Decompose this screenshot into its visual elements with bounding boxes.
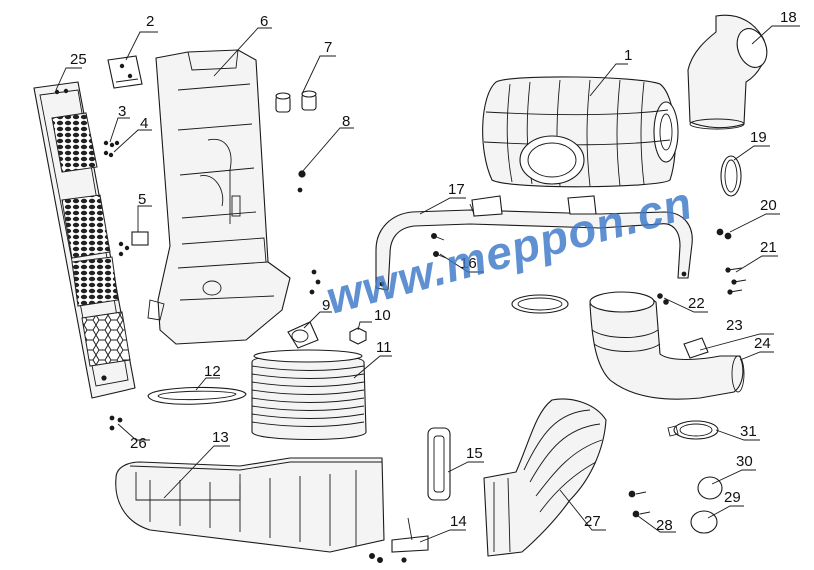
callout-10: 10 — [374, 307, 391, 324]
callout-18: 18 — [780, 9, 797, 26]
callout-14: 14 — [450, 513, 467, 530]
part-18-elbow — [687, 14, 768, 130]
callout-25: 25 — [70, 51, 87, 68]
callout-2: 2 — [146, 13, 154, 30]
callout-6: 6 — [260, 13, 268, 30]
part-2-bracket — [107, 55, 143, 89]
callout-4: 4 — [140, 115, 148, 132]
part-24-outlet-tube — [589, 291, 745, 400]
callout-20: 20 — [760, 197, 777, 214]
part-31-hose-clamp — [667, 420, 719, 440]
part-21-bolts — [725, 267, 747, 295]
callout-labels: 1 2 3 4 5 6 7 8 9 10 11 12 13 14 15 16 1… — [70, 9, 797, 534]
part-16-bolts — [430, 232, 447, 259]
callout-30: 30 — [736, 453, 753, 470]
loose-ring — [511, 294, 569, 314]
callout-31: 31 — [740, 423, 757, 440]
housing-bolts — [309, 269, 321, 295]
part-5-plate — [118, 231, 149, 257]
callout-3: 3 — [118, 103, 126, 120]
part-14-bracket — [368, 517, 429, 564]
part-28-bolts — [628, 490, 651, 518]
callout-24: 24 — [754, 335, 771, 352]
callout-29: 29 — [724, 489, 741, 506]
part-1-air-cleaner — [482, 76, 679, 188]
callout-28: 28 — [656, 517, 673, 534]
part-27-inlet-duct — [483, 398, 607, 557]
part-7-plugs — [275, 90, 317, 113]
part-17-bracket-rail — [375, 195, 693, 291]
callout-13: 13 — [212, 429, 229, 446]
callout-26: 26 — [130, 435, 147, 452]
callout-22: 22 — [688, 295, 705, 312]
callout-23: 23 — [726, 317, 743, 334]
part-13-lower-duct — [115, 457, 385, 553]
part-10-nut — [349, 327, 367, 345]
callout-7: 7 — [324, 39, 332, 56]
part-15-gasket — [427, 427, 451, 501]
part-30-cap — [697, 476, 723, 500]
leader-lines — [55, 25, 800, 543]
part-29-cap — [690, 510, 718, 534]
callout-11: 11 — [376, 339, 392, 356]
callout-1: 1 — [624, 47, 632, 64]
part-23-clip — [683, 337, 709, 359]
part-3-4-bolts — [103, 140, 120, 158]
part-26-bolts — [109, 415, 123, 431]
part-8-nut — [297, 170, 306, 193]
callout-16: 16 — [460, 255, 477, 272]
callout-19: 19 — [750, 129, 767, 146]
part-12-gasket — [147, 386, 247, 405]
callout-15: 15 — [466, 445, 483, 462]
callout-21: 21 — [760, 239, 777, 256]
part-9-valve — [287, 321, 319, 349]
callout-12: 12 — [204, 363, 221, 380]
part-6-housing — [147, 49, 291, 345]
callout-5: 5 — [138, 191, 146, 208]
callout-9: 9 — [322, 297, 330, 314]
part-11-bellows — [251, 349, 367, 441]
part-22-bolts — [657, 293, 669, 305]
callout-17: 17 — [448, 181, 465, 198]
part-20-nuts — [716, 228, 732, 240]
callout-8: 8 — [342, 113, 350, 130]
part-25-intake-screen — [33, 81, 136, 399]
callout-27: 27 — [584, 513, 601, 530]
part-19-clamp — [720, 155, 742, 197]
